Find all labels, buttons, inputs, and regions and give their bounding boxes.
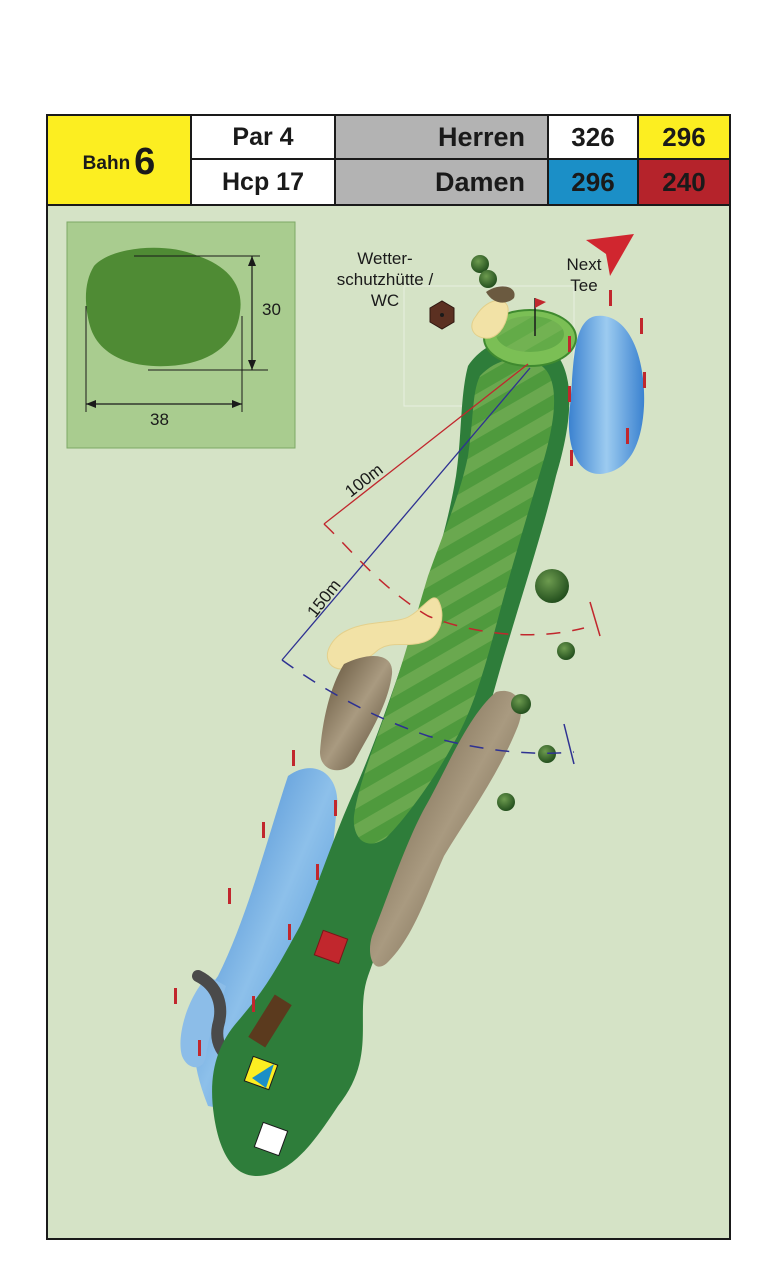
bridge [248, 994, 292, 1048]
hole-card: Bahn 6 Par 4 Hcp 17 Herren Damen 326 296… [46, 114, 731, 1240]
arc-150m [281, 659, 575, 754]
hazard-stakes [174, 290, 646, 1056]
red-tee-box [313, 929, 349, 965]
green-width: 38 [150, 410, 169, 429]
flag [535, 298, 546, 308]
arc-100m [323, 523, 585, 636]
women-blue-distance: 296 [549, 160, 639, 204]
scorecard-header: Bahn 6 Par 4 Hcp 17 Herren Damen 326 296… [48, 116, 729, 206]
distance-line-150m [281, 367, 531, 661]
greenside-mound [486, 286, 515, 303]
handicap-cell: Hcp 17 [192, 160, 336, 204]
next-tee-line1: Next [566, 255, 602, 274]
white-tee-box [253, 1121, 289, 1157]
shelter-label-line1: Wetter- [357, 249, 413, 268]
arc-end-150m [563, 723, 575, 765]
par-cell: Par 4 [192, 116, 336, 160]
trees [471, 255, 575, 811]
tee-markers [243, 929, 349, 1157]
hole-label: Bahn [82, 153, 131, 174]
men-white-distance: 326 [549, 116, 639, 160]
distance-line-100m [323, 363, 529, 525]
water-hazard-right [568, 315, 645, 474]
shelter-label-line3: WC [370, 291, 400, 310]
fairway-bunker [326, 597, 443, 670]
green-surface [496, 316, 564, 352]
shelter-label-line2: schutzhütte / [336, 270, 434, 289]
men-label: Herren [336, 116, 549, 160]
shelter-label: Wetter- schutzhütte / WC [310, 248, 460, 311]
arc-end-100m [589, 601, 601, 637]
green-inset [66, 221, 296, 449]
next-tee-arrow [586, 234, 634, 276]
next-tee-label: Next Tee [544, 254, 624, 296]
next-tee-line2: Tee [570, 276, 598, 295]
blue-tee-half [252, 1064, 274, 1088]
hole-number-cell: Bahn 6 [48, 116, 192, 204]
men-yellow-distance: 296 [639, 116, 729, 160]
green-depth: 30 [262, 300, 281, 319]
fairway [353, 358, 555, 844]
women-label: Damen [336, 160, 549, 204]
hole-map [66, 221, 646, 1177]
mound-right [369, 690, 522, 967]
hole-number: 6 [134, 140, 156, 183]
green-inset-shape [85, 247, 241, 367]
women-red-distance: 240 [639, 160, 729, 204]
mound-left [320, 655, 393, 771]
